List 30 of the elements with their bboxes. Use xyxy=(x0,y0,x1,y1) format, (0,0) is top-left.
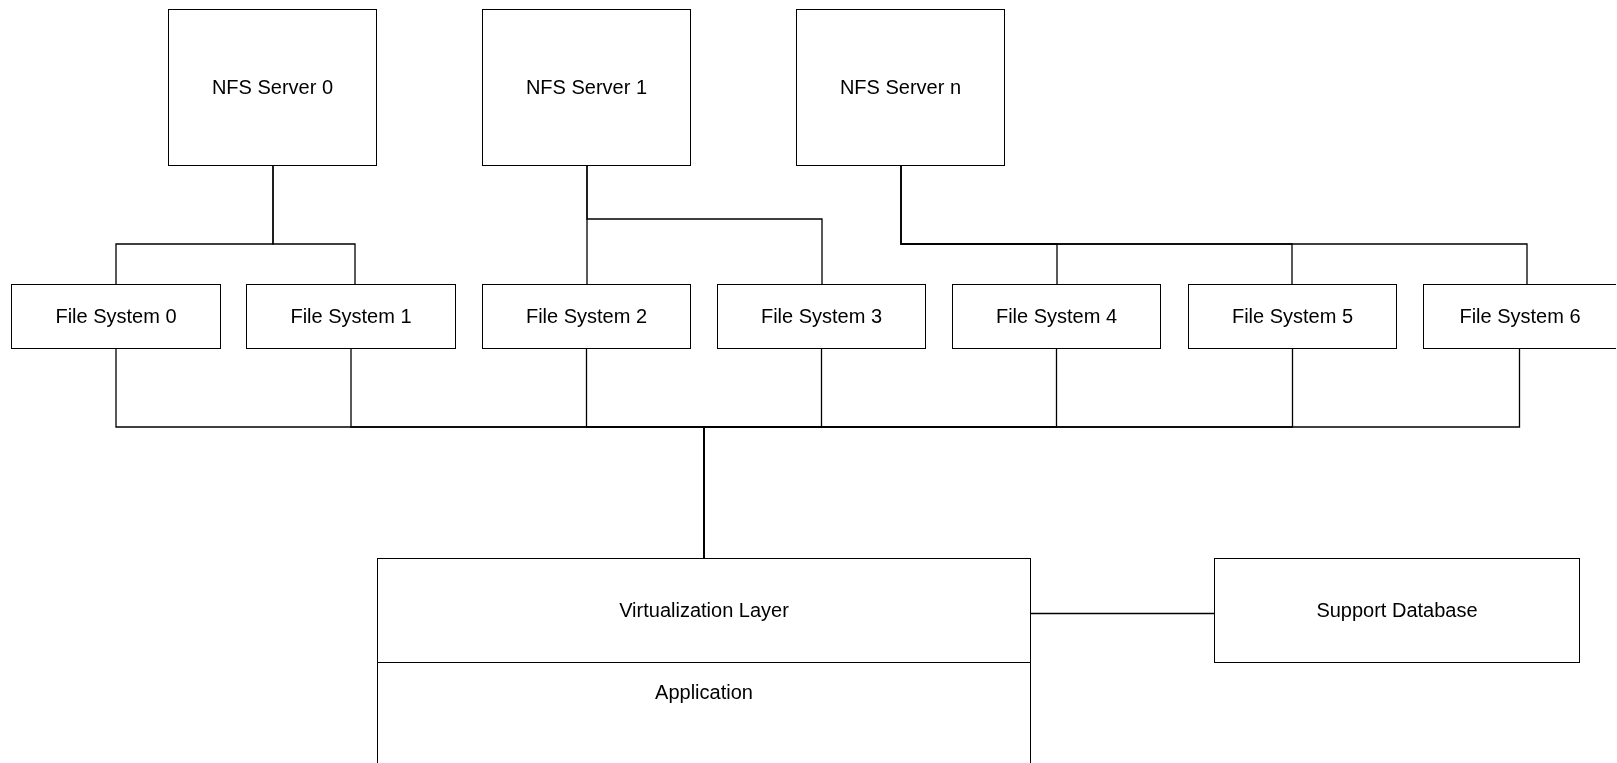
process-box xyxy=(377,558,1031,663)
connector-line xyxy=(1030,612,1215,615)
node-label: Application xyxy=(655,681,753,704)
process-box xyxy=(377,662,1031,763)
process-box xyxy=(246,284,456,349)
node-label: File System 5 xyxy=(1231,305,1354,328)
process-box xyxy=(952,284,1161,349)
process-box xyxy=(1214,558,1580,663)
process-box xyxy=(796,9,1005,166)
node-label: File System 3 xyxy=(760,305,883,328)
node-label: File System 0 xyxy=(55,305,177,328)
node-label: Support Database xyxy=(1316,599,1478,622)
node-label: File System 6 xyxy=(1459,305,1581,328)
process-box xyxy=(717,284,926,349)
node-label: File System 2 xyxy=(525,305,648,328)
node-label: Virtualization Layer xyxy=(619,599,789,622)
process-box xyxy=(1423,284,1616,349)
node-label: NFS Server 0 xyxy=(211,76,334,99)
node-label: File System 1 xyxy=(290,305,412,328)
process-box xyxy=(1188,284,1397,349)
connector-line xyxy=(586,165,823,285)
node-label: File System 4 xyxy=(995,305,1118,328)
connector-line xyxy=(900,165,1528,285)
node-label: NFS Server 1 xyxy=(525,76,648,99)
node-label: NFS Server n xyxy=(839,76,962,99)
connector-line xyxy=(272,165,356,285)
process-box xyxy=(168,9,377,166)
process-box xyxy=(11,284,221,349)
process-box xyxy=(482,284,691,349)
process-box xyxy=(482,9,691,166)
